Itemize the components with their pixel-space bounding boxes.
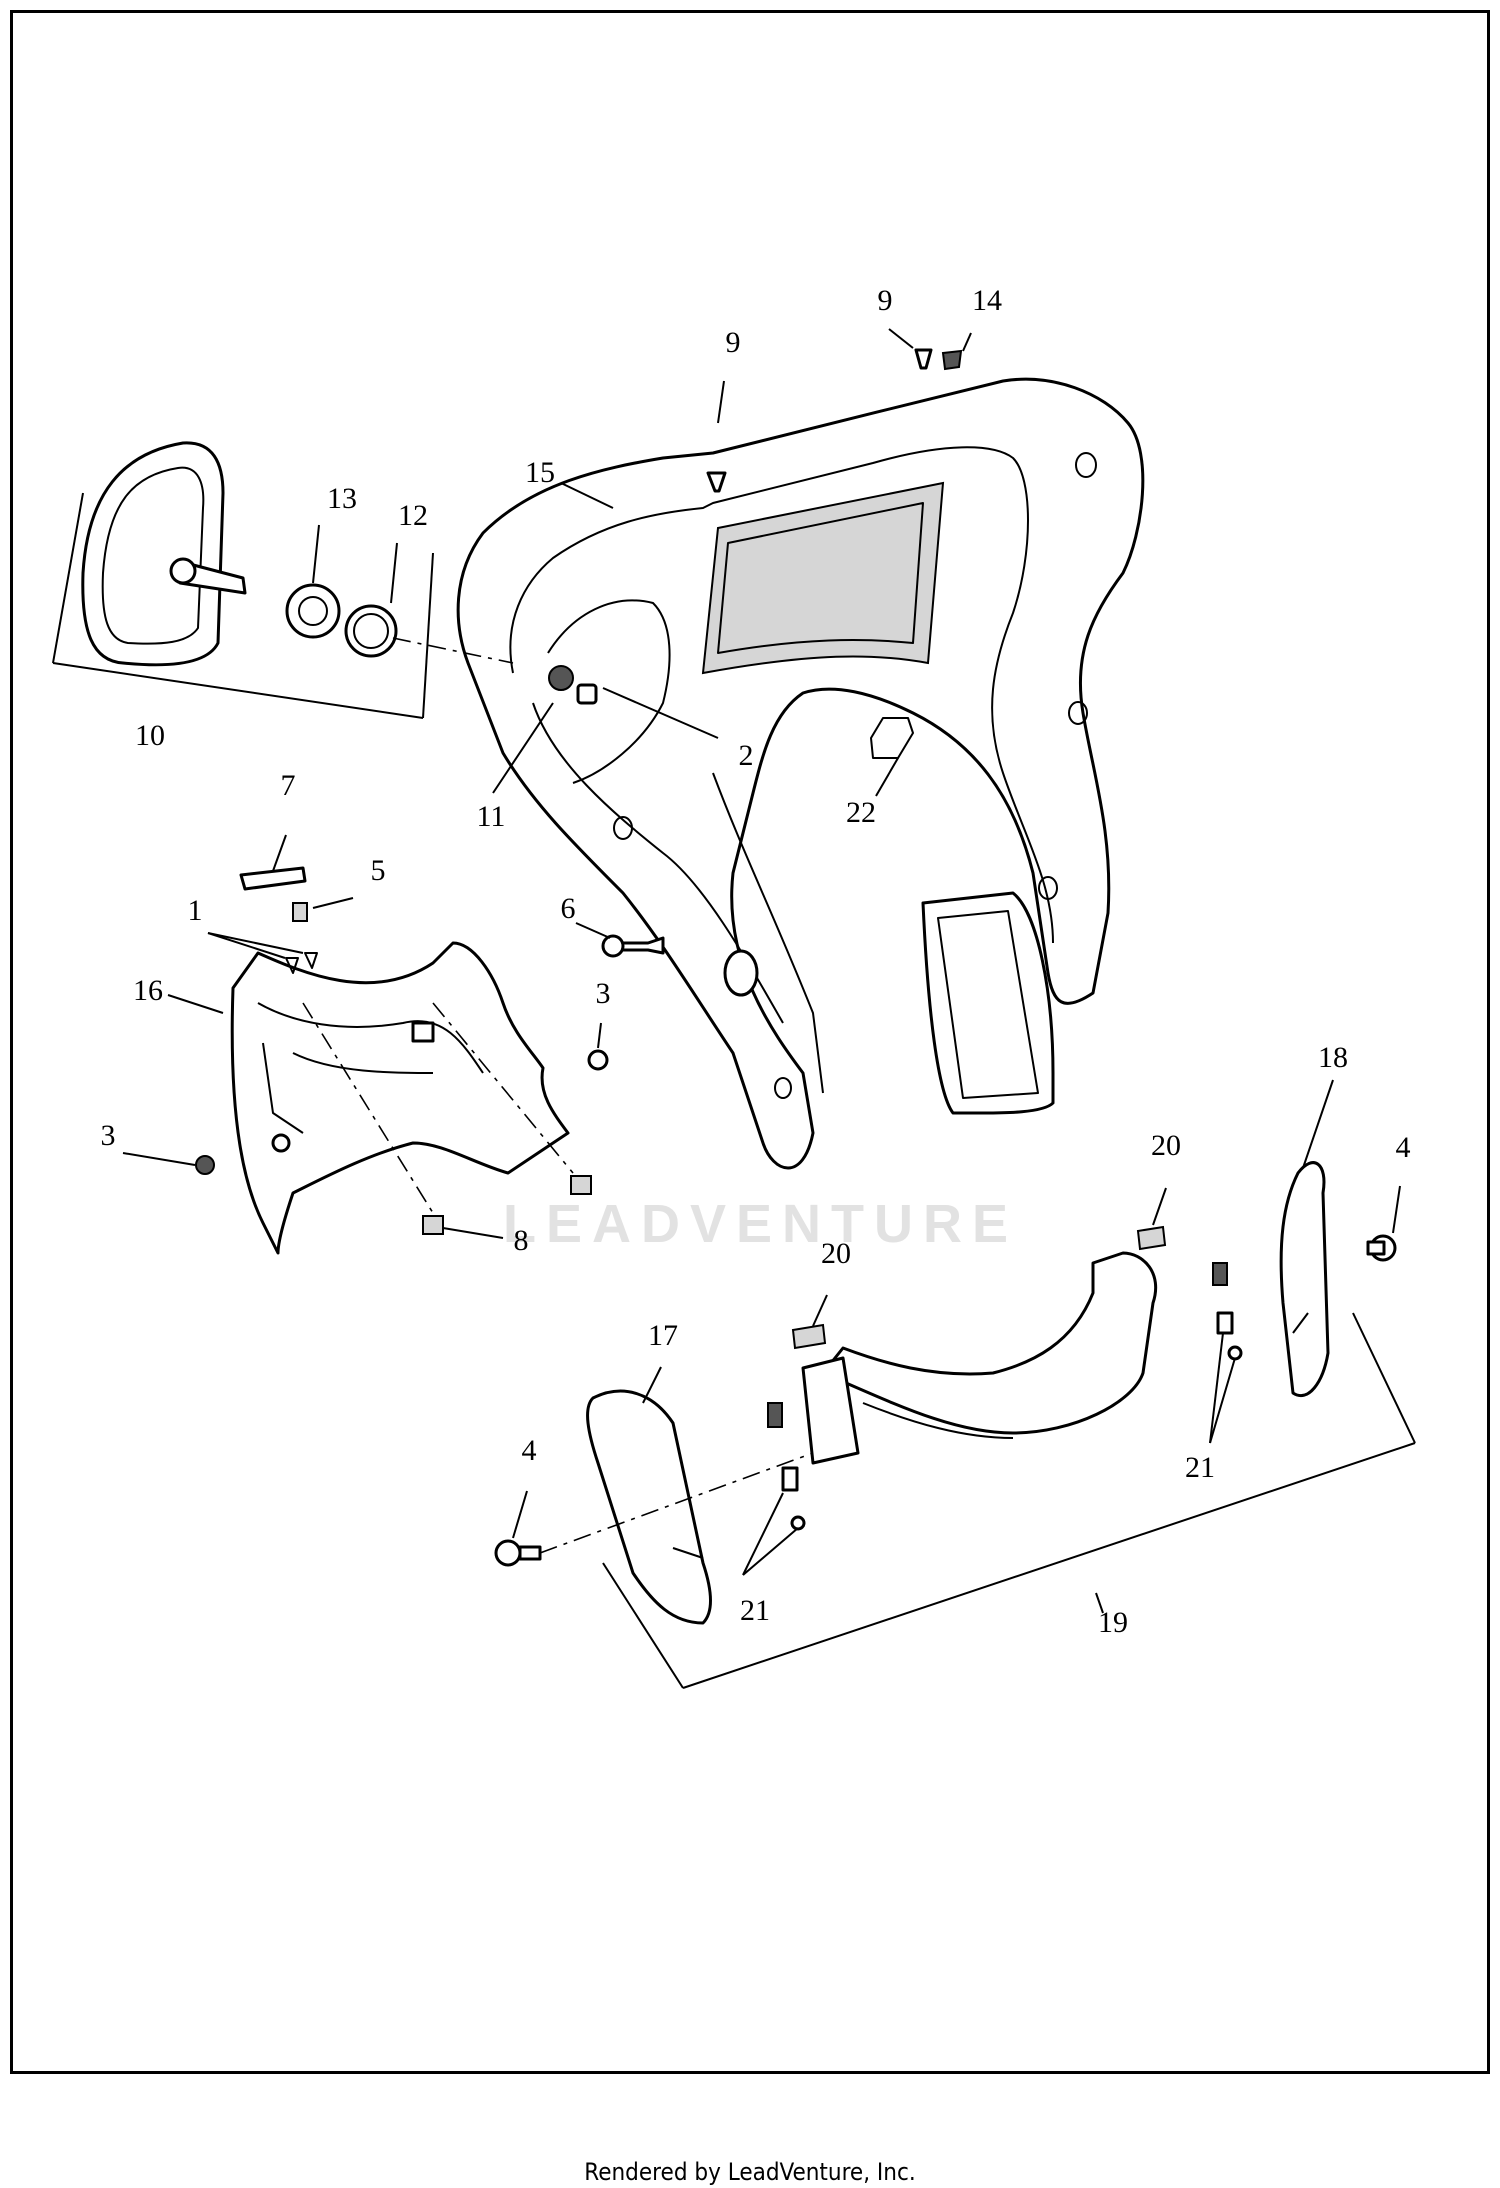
- lower-cowl: [494, 1161, 1416, 1689]
- callout-20-right: 20: [1151, 1129, 1181, 1162]
- callout-16: 16: [133, 974, 163, 1007]
- callout-20-left: 20: [821, 1237, 851, 1270]
- mirror-assembly: [52, 441, 514, 719]
- callout-1: 1: [188, 894, 203, 927]
- callout-11: 11: [477, 800, 506, 833]
- callout-15: 15: [525, 456, 555, 489]
- callout-17: 17: [648, 1319, 678, 1352]
- callout-labels: 1 2 3 3 4 4 5 6 7 8 9 9 10 11 12 13 14 1…: [101, 284, 1411, 1639]
- callout-21-left: 21: [740, 1594, 770, 1627]
- footer-credit: Rendered by LeadVenture, Inc.: [584, 2158, 916, 2186]
- callout-3-left: 3: [101, 1119, 116, 1152]
- callout-8: 8: [514, 1224, 529, 1257]
- callout-21-right: 21: [1185, 1451, 1215, 1484]
- callout-5: 5: [371, 854, 386, 887]
- callout-14: 14: [972, 284, 1002, 317]
- callout-3-right: 3: [596, 977, 611, 1010]
- callout-13: 13: [327, 482, 357, 515]
- callout-7: 7: [281, 769, 296, 802]
- diagram-frame: LEADVENTURE: [10, 10, 1490, 2074]
- left-lower-panel: [230, 941, 570, 1255]
- exploded-parts-diagram: 1 2 3 3 4 4 5 6 7 8 9 9 10 11 12 13 14 1…: [52, 284, 1416, 1689]
- inner-fairing: [456, 377, 1145, 1170]
- callout-18: 18: [1318, 1041, 1348, 1074]
- knob-2: [548, 665, 598, 705]
- callout-2: 2: [739, 739, 754, 772]
- callout-10: 10: [135, 719, 165, 752]
- watermark: LEADVENTURE: [503, 1194, 1019, 1254]
- small-parts: [195, 348, 963, 1235]
- callout-6: 6: [561, 892, 576, 925]
- leader-lines: [122, 328, 1401, 1614]
- callout-12: 12: [398, 499, 428, 532]
- callout-4-left: 4: [522, 1434, 537, 1467]
- callout-4-right: 4: [1396, 1131, 1411, 1164]
- callout-9-right: 9: [878, 284, 893, 317]
- callout-22: 22: [846, 796, 876, 829]
- callout-9-left: 9: [726, 326, 741, 359]
- callout-19: 19: [1098, 1606, 1128, 1639]
